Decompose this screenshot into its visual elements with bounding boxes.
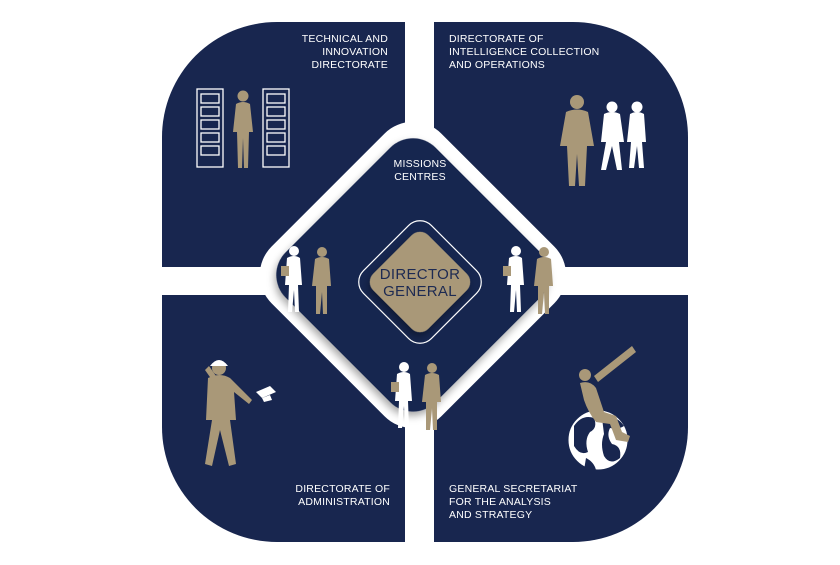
director-general-diamond: [369, 231, 471, 333]
flying-paper: [256, 386, 276, 402]
intelligence-line-1: DIRECTORATE OF: [449, 33, 544, 45]
server-rack-right: [262, 88, 290, 168]
intelligence-line-3: AND OPERATIONS: [449, 59, 545, 71]
agents-group-icon: [560, 95, 646, 186]
label-director: DIRECTOR GENERAL: [380, 266, 460, 300]
label-secretariat: GENERAL SECRETARIAT FOR THE ANALYSIS AND…: [449, 483, 578, 521]
agent-gold: [560, 95, 594, 186]
administration-line-1: DIRECTORATE OF: [295, 483, 390, 495]
director-outline-diamond: [358, 220, 482, 344]
technician-figure: [233, 90, 253, 168]
label-administration: DIRECTORATE OF ADMINISTRATION: [295, 483, 390, 508]
hardhat-shape: [210, 360, 228, 366]
astronomer-figure: [579, 346, 636, 442]
agent-white-2: [627, 101, 646, 168]
server-rack-left: [196, 88, 224, 168]
agent-white-1: [601, 101, 624, 170]
label-missions: MISSIONS CENTRES: [394, 158, 447, 183]
server-racks-person-icon: [196, 88, 290, 168]
technical-line-1: TECHNICAL AND: [302, 33, 388, 45]
label-intelligence: DIRECTORATE OF INTELLIGENCE COLLECTION A…: [449, 33, 599, 71]
worker-hardhat-icon: [205, 360, 276, 466]
administration-line-2: ADMINISTRATION: [298, 496, 390, 508]
director-line-2: GENERAL: [383, 283, 457, 300]
technical-line-3: DIRECTORATE: [312, 59, 389, 71]
label-technical: TECHNICAL AND INNOVATION DIRECTORATE: [302, 33, 388, 71]
secretariat-line-3: AND STRATEGY: [449, 509, 532, 521]
secretariat-line-2: FOR THE ANALYSIS: [449, 496, 551, 508]
technical-line-2: INNOVATION: [322, 46, 388, 58]
missions-line-1: MISSIONS: [394, 158, 447, 170]
director-line-1: DIRECTOR: [380, 266, 460, 283]
telescope-globe-icon: [567, 346, 636, 471]
pair-right: [503, 246, 553, 314]
missions-line-2: CENTRES: [394, 171, 446, 183]
secretariat-line-1: GENERAL SECRETARIAT: [449, 483, 578, 495]
pair-left: [281, 246, 331, 314]
pair-bottom: [391, 362, 441, 430]
intelligence-line-2: INTELLIGENCE COLLECTION: [449, 46, 599, 58]
people-discussing-icon: [281, 246, 553, 430]
